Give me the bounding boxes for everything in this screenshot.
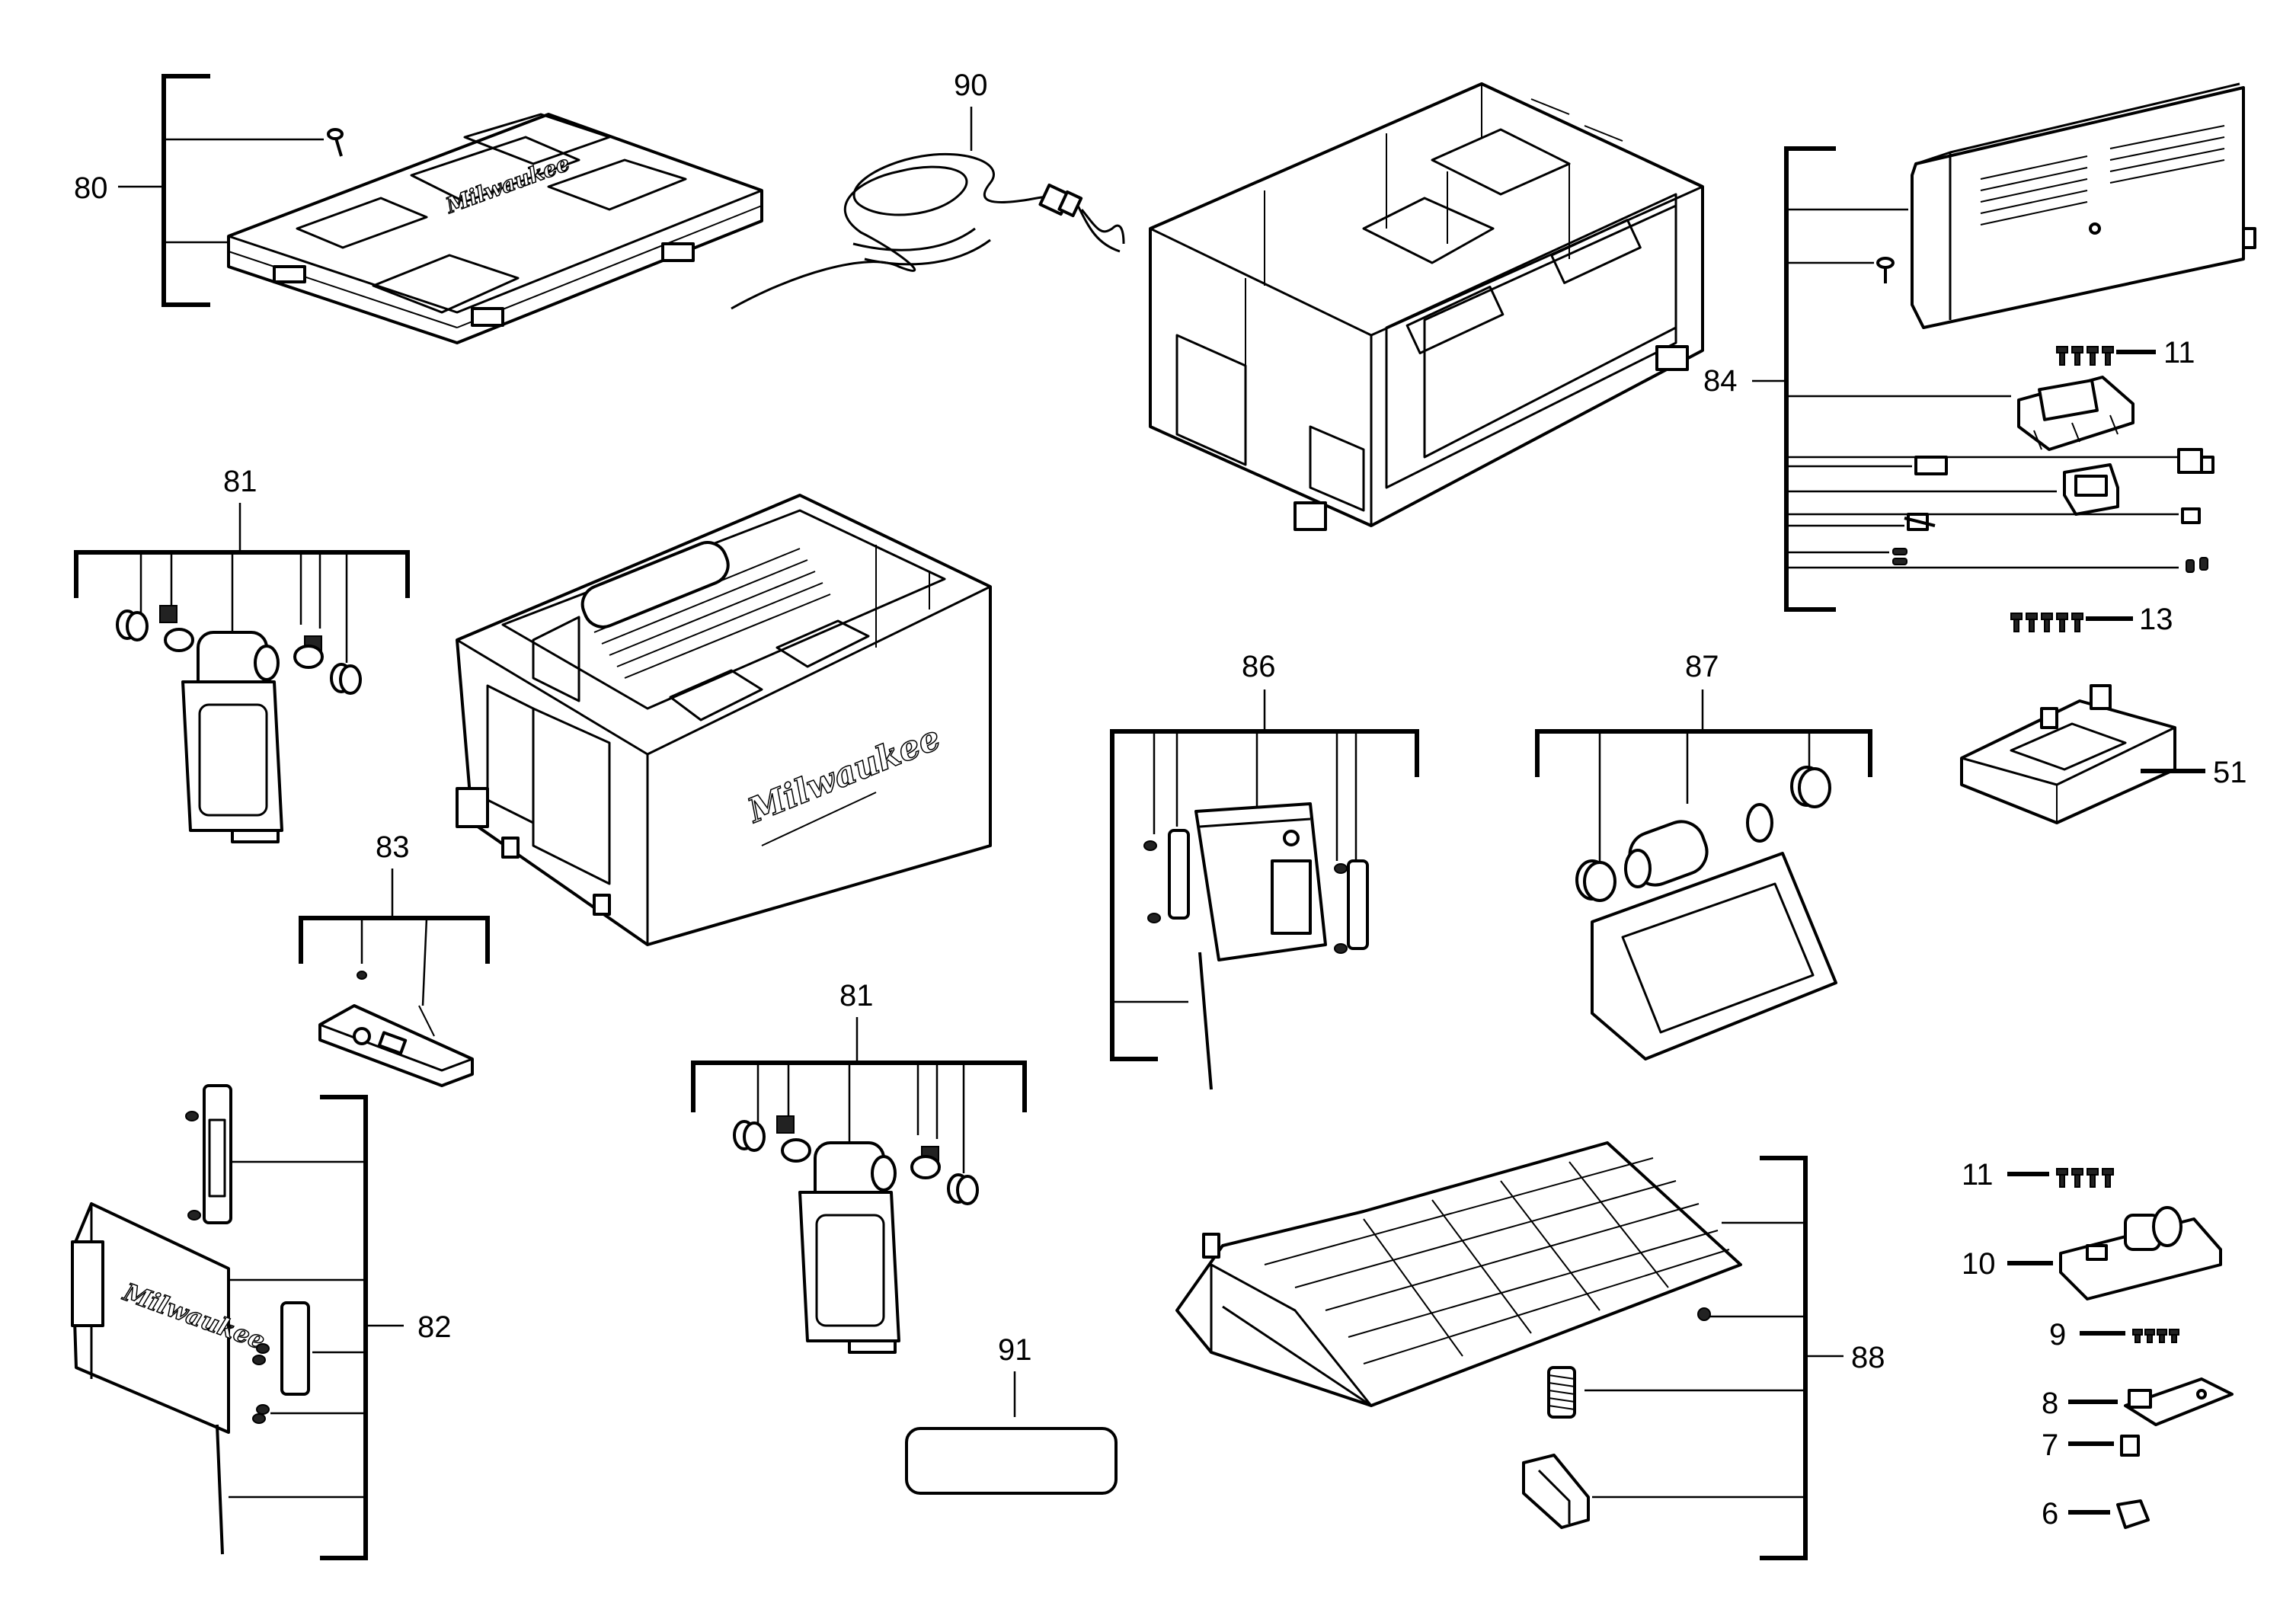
small-component-6 xyxy=(2116,1499,2150,1529)
callout-9[interactable]: 9 xyxy=(2049,1318,2066,1352)
large-handle-part xyxy=(1575,766,1837,1061)
main-toolbox-part: Milwaukee xyxy=(456,494,992,946)
power-module-part xyxy=(1911,82,2256,329)
part-group-82: 82 Milwaukee xyxy=(71,1084,452,1560)
part-group-86: 86 xyxy=(1110,650,1419,1090)
callout-81-upper[interactable]: 81 xyxy=(223,465,257,498)
organizer-tray-part xyxy=(1175,1141,1742,1407)
callout-80[interactable]: 80 xyxy=(74,171,108,205)
callout-86[interactable]: 86 xyxy=(1242,650,1276,683)
part-group-88: 88 xyxy=(1175,1141,1885,1560)
connector-small-part xyxy=(1904,507,2201,531)
screw-set-11-upper: 11 xyxy=(2056,336,2195,370)
part-6: 6 xyxy=(2042,1497,2150,1531)
relay-part xyxy=(2063,463,2119,516)
part-group-81-upper: 81 xyxy=(74,465,410,843)
callout-90[interactable]: 90 xyxy=(954,69,988,102)
switch-bracket-part xyxy=(2017,376,2135,451)
handle-part-lower xyxy=(733,1115,979,1354)
tray-latch-clip xyxy=(1522,1454,1590,1529)
tray-screw xyxy=(1697,1307,1711,1321)
callout-11-upper[interactable]: 11 xyxy=(2163,336,2195,370)
front-door-part: Milwaukee xyxy=(71,1084,310,1555)
callout-8[interactable]: 8 xyxy=(2042,1387,2058,1420)
small-component-7 xyxy=(2120,1435,2140,1457)
callout-51[interactable]: 51 xyxy=(2213,756,2247,789)
screw-set-11-lower: 11 xyxy=(1962,1158,2114,1192)
circuit-board-8 xyxy=(2124,1377,2234,1426)
tray-spring xyxy=(1547,1366,1576,1419)
screw-set-9: 9 xyxy=(2049,1318,2179,1352)
circuit-board-10 xyxy=(2059,1206,2222,1300)
upper-inner-housing-part xyxy=(1149,82,1704,531)
callout-11-lower[interactable]: 11 xyxy=(1962,1158,1994,1192)
part-group-90: 90 xyxy=(731,69,1125,310)
callout-91[interactable]: 91 xyxy=(998,1333,1032,1367)
lid-screw xyxy=(327,128,344,157)
handle-part-upper xyxy=(116,605,362,843)
screw-set-13: 13 xyxy=(2010,603,2173,636)
part-7: 7 xyxy=(2042,1428,2140,1462)
part-51: 51 xyxy=(1960,684,2247,824)
callout-82[interactable]: 82 xyxy=(417,1310,452,1344)
part-10: 10 xyxy=(1962,1206,2222,1300)
latch-bar-part xyxy=(318,1004,474,1087)
callout-84[interactable]: 84 xyxy=(1703,364,1738,398)
label-plate xyxy=(905,1427,1118,1495)
callout-87[interactable]: 87 xyxy=(1685,650,1719,683)
callout-83[interactable]: 83 xyxy=(376,830,410,864)
side-door-part xyxy=(1143,802,1369,1090)
callout-81-lower[interactable]: 81 xyxy=(839,979,874,1013)
callout-88[interactable]: 88 xyxy=(1851,1341,1885,1374)
part-group-80: 80 Milwaukee xyxy=(74,74,763,344)
screw-pair-part xyxy=(1892,548,2208,573)
small-terminal-part xyxy=(2177,448,2214,474)
part-group-84: 84 xyxy=(1703,82,2256,636)
callout-7[interactable]: 7 xyxy=(2042,1428,2058,1462)
part-8: 8 xyxy=(2042,1377,2234,1426)
callout-6[interactable]: 6 xyxy=(2042,1497,2058,1531)
part-group-83: 83 xyxy=(299,830,490,1087)
part-91: 91 xyxy=(905,1333,1118,1495)
callout-10[interactable]: 10 xyxy=(1962,1247,1996,1281)
organizer-lid-part: Milwaukee xyxy=(227,113,763,344)
callout-13[interactable]: 13 xyxy=(2139,603,2173,636)
part-group-81-lower: 81 xyxy=(691,979,1027,1354)
part-group-87: 87 xyxy=(1535,650,1872,1061)
power-cord-part xyxy=(731,152,1125,310)
small-block-part xyxy=(1914,456,1948,475)
module-screw xyxy=(1876,257,1895,283)
